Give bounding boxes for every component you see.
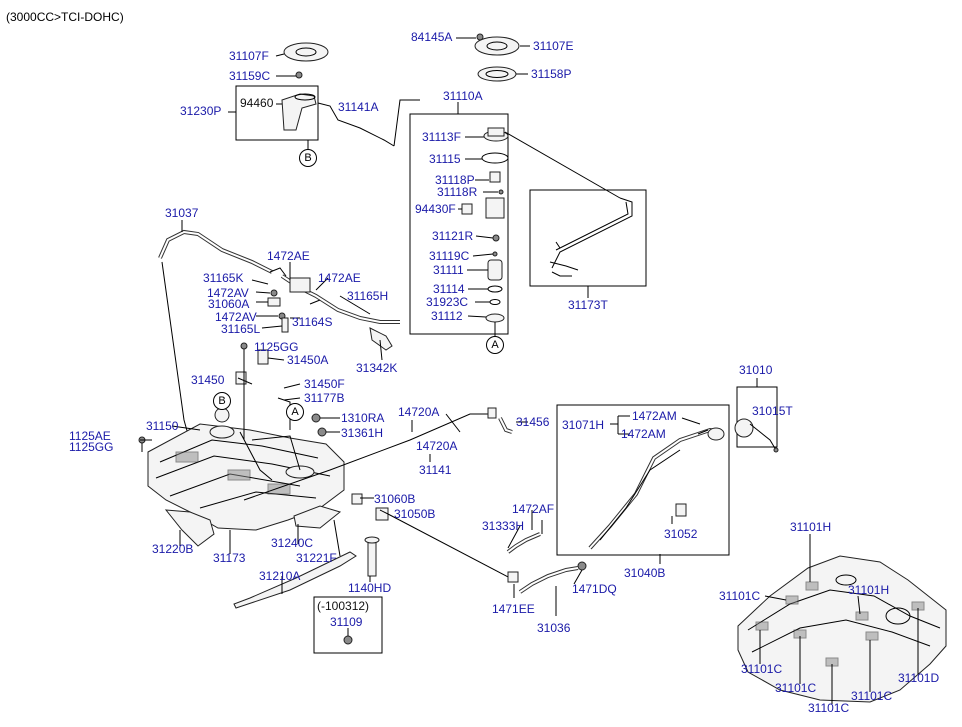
label-31101h-upper[interactable]: 31101H [790,520,832,534]
label-31101c-bottom-2[interactable]: 31101C [775,681,817,695]
label-31165h[interactable]: 31165H [347,289,389,303]
label-31010[interactable]: 31010 [739,363,773,377]
label-1471ee[interactable]: 1471EE [492,602,535,616]
bolt-31159c [295,71,303,79]
label-31113f[interactable]: 31113F [422,130,461,144]
box-31040b [556,404,730,556]
label-1125gg-upper[interactable]: 1125GG [254,340,299,354]
marker-b-top: B [299,149,317,167]
marker-a-pump: A [486,336,504,354]
label-serial-range: (-100312) [317,599,370,613]
label-31071h[interactable]: 31071H [562,418,605,432]
label-31221f[interactable]: 31221F [296,551,337,565]
label-94430f[interactable]: 94430F [415,202,456,216]
label-31101d[interactable]: 31101D [898,671,940,685]
label-31114[interactable]: 31114 [433,282,465,296]
label-31101h-right[interactable]: 31101H [848,583,890,597]
label-31220b[interactable]: 31220B [152,542,194,556]
label-31450f[interactable]: 31450F [304,377,345,391]
label-84145a[interactable]: 84145A [411,30,453,44]
label-31342k[interactable]: 31342K [356,361,398,375]
label-1472av-upper[interactable]: 1472AV [207,286,249,300]
label-31040b[interactable]: 31040B [624,566,666,580]
box-31110a [409,113,509,335]
label-31037[interactable]: 31037 [165,206,199,220]
ring-31158p [477,66,517,82]
marker-b-tank: B [213,392,231,410]
label-1472af[interactable]: 1472AF [512,502,555,516]
label-31141a[interactable]: 31141A [338,100,379,114]
label-1310ra[interactable]: 1310RA [341,411,385,425]
label-31121r[interactable]: 31121R [432,229,474,243]
label-1472av-lower[interactable]: 1472AV [215,310,257,324]
label-31109[interactable]: 31109 [330,615,363,629]
label-31052[interactable]: 31052 [664,527,698,541]
label-31060b[interactable]: 31060B [374,492,416,506]
label-1140hd[interactable]: 1140HD [348,581,392,595]
label-31115[interactable]: 31115 [429,152,461,166]
label-31101c-bottom-3[interactable]: 31101C [808,701,850,715]
label-1472am-upper[interactable]: 1472AM [632,409,677,423]
label-31015t[interactable]: 31015T [752,404,793,418]
label-31173[interactable]: 31173 [213,551,246,565]
label-1472ae-upper[interactable]: 1472AE [267,249,310,263]
label-31111[interactable]: 31111 [433,263,464,277]
label-1472am-lower[interactable]: 1472AM [621,427,666,441]
label-31210a[interactable]: 31210A [259,569,301,583]
label-31101c-bottom-1[interactable]: 31101C [741,662,783,676]
label-31230p[interactable]: 31230P [180,104,222,118]
bolt-84145a [476,33,484,41]
label-31141[interactable]: 31141 [419,463,452,477]
cap-31107f [283,42,329,62]
label-14720a-upper[interactable]: 14720A [398,405,440,419]
label-31177b[interactable]: 31177B [304,391,345,405]
label-31165k[interactable]: 31165K [203,271,244,285]
label-31118p[interactable]: 31118P [435,173,475,187]
heat-shield-31101 [737,555,947,703]
label-31159c[interactable]: 31159C [229,69,271,83]
box-31109 [313,596,383,654]
cap-31107e [474,36,520,56]
label-31107e[interactable]: 31107E [533,39,574,53]
label-31165l[interactable]: 31165L [221,322,261,336]
label-1125gg-lower[interactable]: 1125GG [69,440,114,454]
label-31158p[interactable]: 31158P [531,67,572,81]
label-1471dq[interactable]: 1471DQ [572,582,617,596]
label-31333h[interactable]: 31333H [482,519,525,533]
marker-a-tank: A [286,403,304,421]
label-31101c-left[interactable]: 31101C [719,589,761,603]
label-31112[interactable]: 31112 [431,309,463,323]
label-31118r[interactable]: 31118R [437,185,478,199]
label-31110a[interactable]: 31110A [443,89,483,103]
label-31119c[interactable]: 31119C [429,249,470,263]
label-31036[interactable]: 31036 [537,621,571,635]
label-31450a[interactable]: 31450A [287,353,329,367]
label-31050b[interactable]: 31050B [394,507,436,521]
label-31450[interactable]: 31450 [191,373,225,387]
label-94460[interactable]: 94460 [240,96,274,110]
label-31240c[interactable]: 31240C [271,536,314,550]
label-31361h[interactable]: 31361H [341,426,384,440]
label-1125ae[interactable]: 1125AE [69,429,111,443]
label-31107f[interactable]: 31107F [229,49,269,63]
label-31456[interactable]: 31456 [516,415,550,429]
engine-variant-header: (3000CC>TCI-DOHC) [6,10,124,24]
label-31164s[interactable]: 31164S [292,315,333,329]
label-31173t[interactable]: 31173T [568,298,608,312]
box-31230p [235,85,319,141]
label-1472ae-right[interactable]: 1472AE [318,271,361,285]
label-31923c[interactable]: 31923C [426,295,469,309]
label-31150[interactable]: 31150 [146,419,179,433]
label-31060a[interactable]: 31060A [208,297,250,311]
label-31101c-bottom-4[interactable]: 31101C [851,689,893,703]
label-14720a-lower[interactable]: 14720A [416,439,458,453]
